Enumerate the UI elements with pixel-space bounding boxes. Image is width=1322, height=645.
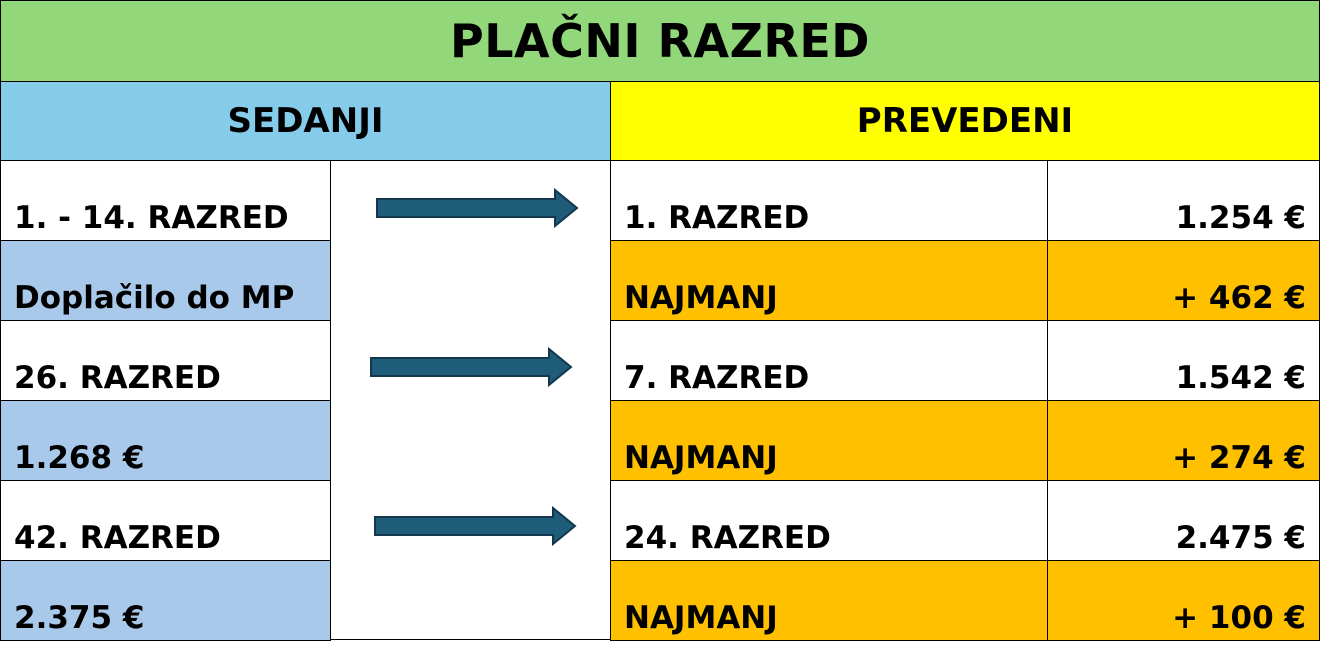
new-class-1-amount: 1.254 € (1047, 160, 1320, 241)
minimum-increase: + 274 € (1047, 400, 1320, 481)
minimum-label: NAJMANJ (610, 560, 1048, 641)
minimum-label: NAJMANJ (610, 240, 1048, 321)
arrow-right-icon (376, 188, 579, 228)
header-prevedeni: PREVEDENI (610, 81, 1320, 161)
minimum-increase: + 462 € (1047, 240, 1320, 321)
minimum-increase: + 100 € (1047, 560, 1320, 641)
arrow-right-icon (370, 347, 573, 387)
current-class-1-14: 1. - 14. RAZRED (0, 160, 331, 241)
arrow-column (330, 160, 611, 640)
current-class-26-amount: 1.268 € (0, 400, 331, 481)
current-class-42-amount: 2.375 € (0, 560, 331, 641)
new-class-7: 7. RAZRED (610, 320, 1048, 401)
minimum-label: NAJMANJ (610, 400, 1048, 481)
new-class-24: 24. RAZRED (610, 480, 1048, 561)
current-class-26: 26. RAZRED (0, 320, 331, 401)
new-class-24-amount: 2.475 € (1047, 480, 1320, 561)
table-title: PLAČNI RAZRED (0, 0, 1320, 82)
current-class-42: 42. RAZRED (0, 480, 331, 561)
header-sedanji: SEDANJI (0, 81, 611, 161)
new-class-7-amount: 1.542 € (1047, 320, 1320, 401)
current-supplement-label: Doplačilo do MP (0, 240, 331, 321)
arrow-right-icon (374, 506, 577, 546)
new-class-1: 1. RAZRED (610, 160, 1048, 241)
